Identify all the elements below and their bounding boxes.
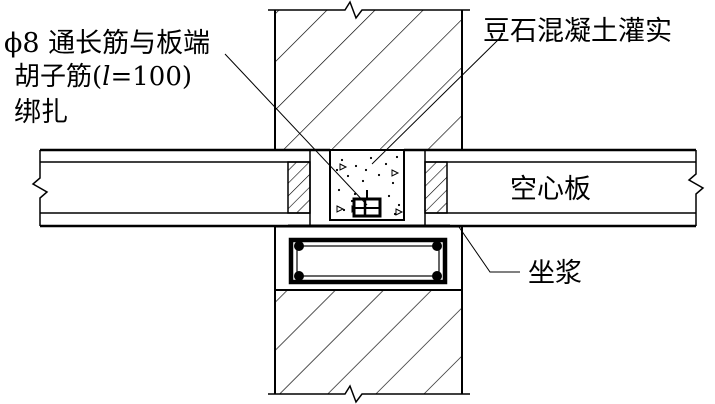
mortar-label: 坐浆	[528, 258, 582, 289]
hook-length-label: 胡子筋(l=100)	[14, 64, 192, 90]
rebar-dot	[432, 241, 442, 251]
leader-rebar	[224, 53, 368, 206]
upper-wall	[268, 0, 470, 150]
hook-length-variable: l	[102, 62, 111, 92]
hook-label-suffix: =100)	[110, 62, 193, 92]
hook-label-prefix: 胡子筋(	[14, 62, 103, 92]
rebar-label: ϕ8 通长筋与板端	[4, 28, 211, 59]
rebar-dot	[432, 271, 442, 281]
rebar-dot	[294, 271, 304, 281]
infill-label: 豆石混凝土灌实	[483, 16, 672, 47]
leader-mortar	[458, 226, 520, 273]
pea-gravel-infill	[329, 149, 405, 221]
hollow-slab-label: 空心板	[510, 174, 591, 205]
lower-wall	[268, 290, 470, 404]
tie-label: 绑扎	[14, 97, 68, 128]
ring-beam	[274, 225, 463, 291]
rebar-dot	[294, 241, 304, 251]
left-hollow-slab	[31, 148, 330, 228]
leader-fill	[371, 37, 501, 165]
right-hollow-slab	[404, 148, 705, 228]
